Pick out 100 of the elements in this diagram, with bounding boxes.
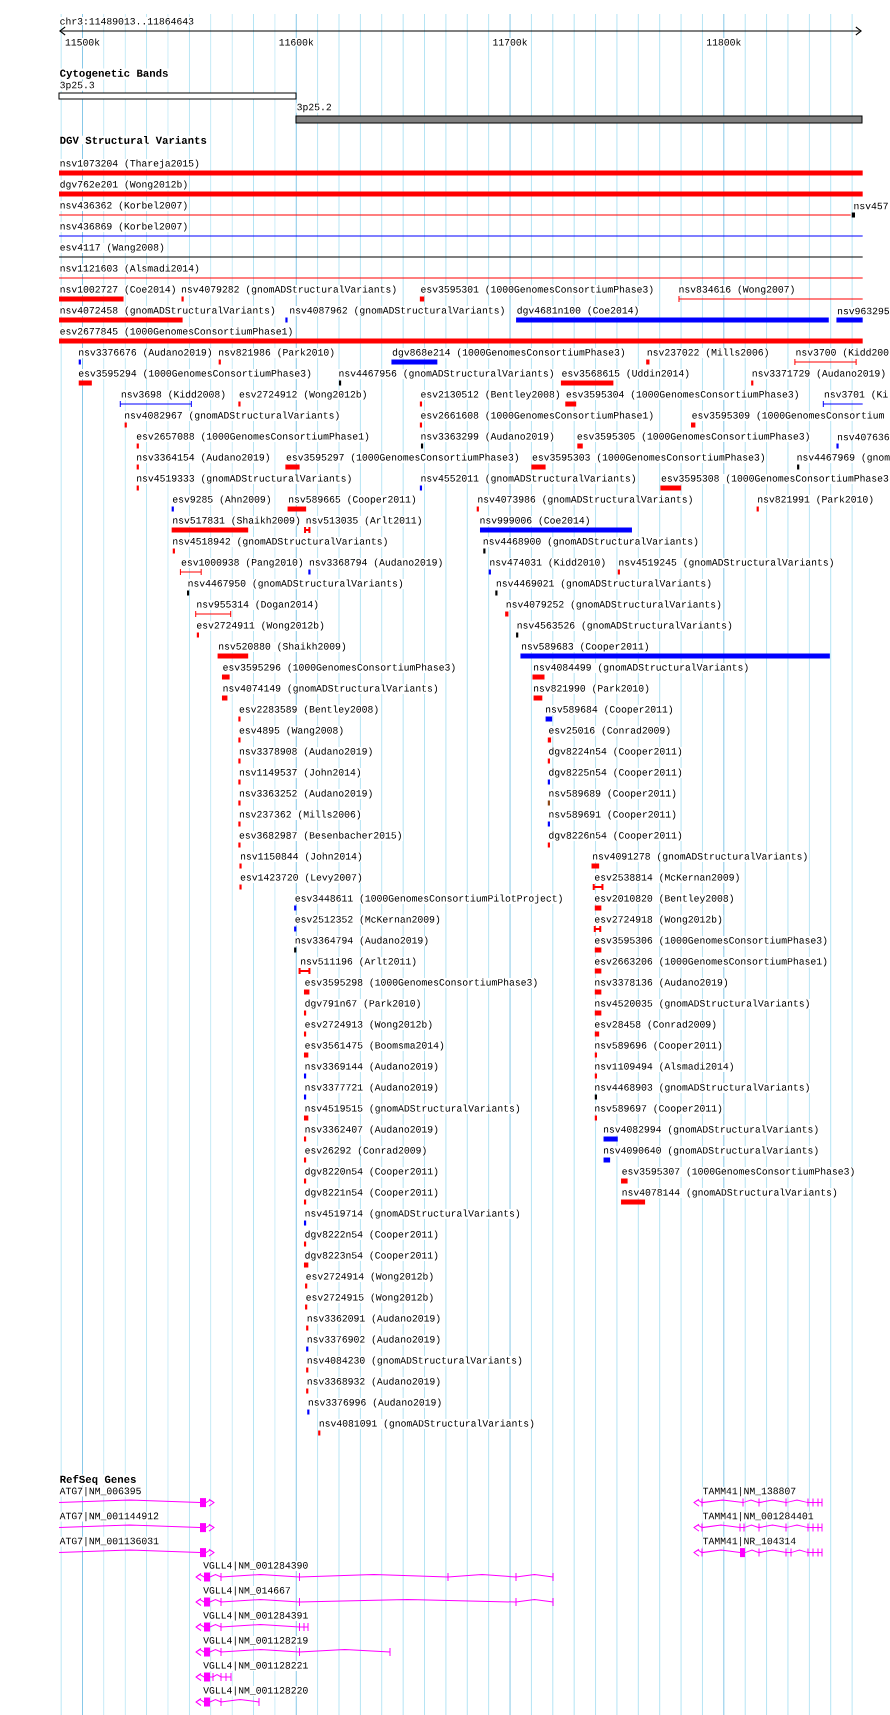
variant-label: esv2724915 (Wong2012b) xyxy=(305,1293,435,1303)
variant-label: esv26292 (Conrad2009) xyxy=(304,1146,428,1156)
variant-label: esv3595305 (1000GenomesConsortiumPhase3) xyxy=(576,432,811,442)
variant-label: nsv3700 (Kidd200 xyxy=(795,348,890,358)
variant-label: nsv3368794 (Audano2019) xyxy=(308,558,444,568)
variant-label: esv3448611 (1000GenomesConsortiumPilotProject) xyxy=(294,894,564,904)
variant-label: esv2512352 (McKernan2009) xyxy=(294,915,442,925)
gene-label: VGLL4|NM_001128220 xyxy=(202,1686,309,1696)
variant-label: nsv4078144 (gnomADStructuralVariants) xyxy=(621,1188,839,1198)
variant-label: nsv4563526 (gnomADStructuralVariants) xyxy=(516,621,734,631)
variant-label: nsv3376676 (Audano2019) xyxy=(77,348,214,358)
gene-label: ATG7|NM_001144912 xyxy=(59,1511,160,1522)
variant-label: esv2677845 (1000GenomesConsortiumPhase1) xyxy=(59,327,294,337)
gene-label: TAMM41|NR_104314 xyxy=(702,1536,797,1547)
variant-label: esv2657088 (1000GenomesConsortiumPhase1) xyxy=(135,432,371,442)
variant-label: dgv8220n54 (Cooper2011) xyxy=(304,1167,440,1177)
variant-label: dgv8223n54 (Cooper2011) xyxy=(304,1251,440,1261)
variant-label: nsv4081091 (gnomADStructuralVariants) xyxy=(318,1419,536,1429)
variant-label: nsv4084230 (gnomADStructuralVariants) xyxy=(306,1356,524,1366)
variant-label: nsv589696 (Cooper2011) xyxy=(593,1041,724,1051)
variant-label: esv2661608 (1000GenomesConsortiumPhase1) xyxy=(420,411,655,421)
variant-label: nsv3364794 (Audano2019) xyxy=(294,936,430,946)
variant-label: esv3561475 (Boomsma2014) xyxy=(304,1041,446,1051)
gene-label: VGLL4|NM_001284390 xyxy=(202,1561,309,1571)
variant-label: nsv3378136 (Audano2019) xyxy=(593,978,730,988)
variant-label: nsv457 xyxy=(853,202,889,210)
variant-label: nsv3376996 (Audano2019) xyxy=(307,1398,443,1408)
coordinate-label: chr3:11489013..11864643 xyxy=(59,17,195,25)
variant-label: nsv589689 (Cooper2011) xyxy=(548,789,678,799)
variant-label: nsv821986 (Park2010) xyxy=(217,348,336,358)
variant-label: nsv1121603 (Alsmadi2014) xyxy=(59,264,201,274)
variant-label: esv3595296 (1000GenomesConsortiumPhase3) xyxy=(222,663,457,673)
variant-label: nsv4518942 (gnomADStructuralVariants) xyxy=(171,537,389,547)
variant-label: esv2283589 (Bentley2008) xyxy=(238,705,380,715)
variant-label: esv4895 (Wang2008) xyxy=(238,726,345,736)
variant-label: nsv834616 (Wong2007) xyxy=(678,285,796,295)
variant-label: nsv1149537 (John2014) xyxy=(238,768,363,778)
variant-label: dgv8224n54 (Cooper2011) xyxy=(548,747,684,757)
variant-label: nsv4091278 (gnomADStructuralVariants) xyxy=(591,852,809,862)
variant-label: nsv4519333 (gnomADStructuralVariants) xyxy=(135,474,353,484)
variant-label: nsv237362 (Mills2006) xyxy=(238,810,363,820)
band-label: 3p25.3 xyxy=(59,81,96,91)
variant-label: esv3568615 (Uddin2014) xyxy=(561,369,691,379)
variant-label: nsv4467956 (gnomADStructuralVariants) xyxy=(338,369,556,379)
variant-label: nsv589684 (Cooper2011) xyxy=(544,705,675,715)
variant-label: esv25016 (Conrad2009) xyxy=(548,726,672,736)
variant-label: esv9285 (Ahn2009) xyxy=(171,495,273,505)
variant-label: nsv4082967 (gnomADStructuralVariants) xyxy=(123,411,341,421)
variant-label: nsv3363252 (Audano2019) xyxy=(238,789,374,799)
variant-label: esv2010820 (Bentley2008) xyxy=(593,894,735,904)
variant-label: nsv4519245 (gnomADStructuralVariants) xyxy=(618,558,835,568)
variant-label: esv3595309 (1000GenomesConsortium xyxy=(691,411,885,421)
variant-label: nsv4469021 (gnomADStructuralVariants) xyxy=(495,579,713,589)
variant-label: nsv436362 (Korbel2007) xyxy=(59,201,189,211)
variant-label: esv1000938 (Pang2010) xyxy=(180,558,305,568)
variant-label: nsv3698 (Kidd2008) xyxy=(120,390,227,400)
variant-label: nsv3362091 (Audano2019) xyxy=(306,1314,442,1324)
variant-label: nsv3376902 (Audano2019) xyxy=(306,1335,442,1345)
variant-label: esv2663206 (1000GenomesConsortiumPhase1) xyxy=(593,957,829,967)
variant-label: esv3595307 (1000GenomesConsortiumPhase3) xyxy=(621,1167,856,1177)
variant-label: nsv407636 xyxy=(836,433,890,441)
gene-label: VGLL4|NM_001128219 xyxy=(202,1636,309,1646)
variant-label: dgv868e214 (1000GenomesConsortiumPhase3) xyxy=(391,348,627,358)
variant-label: nsv3371729 (Audano2019) xyxy=(751,369,887,379)
variant-label: nsv3362407 (Audano2019) xyxy=(304,1125,440,1135)
variant-label: nsv955314 (Dogan2014) xyxy=(196,600,320,610)
tick-label: 11800k xyxy=(705,38,742,46)
variant-label: nsv4552011 (gnomADStructuralVariants) xyxy=(420,474,638,484)
variant-label: nsv589691 (Cooper2011) xyxy=(548,810,678,820)
variant-label: esv2724913 (Wong2012b) xyxy=(304,1020,434,1030)
variant-label: nsv821990 (Park2010) xyxy=(532,684,651,694)
gene-label: TAMM41|NM_138807 xyxy=(702,1486,797,1497)
variant-label: nsv4467950 (gnomADStructuralVariants) xyxy=(187,579,405,589)
variant-label: esv2130512 (Bentley2008) xyxy=(420,390,562,400)
variant-label: esv1423720 (Levy2007) xyxy=(239,873,364,883)
variant-label: esv3595304 (1000GenomesConsortiumPhase3) xyxy=(565,390,800,400)
variant-label: esv3595306 (1000GenomesConsortiumPhase3) xyxy=(593,936,829,946)
tick-label: 11600k xyxy=(278,38,315,46)
gene-label: ATG7|NM_006395 xyxy=(59,1486,142,1497)
variant-label: nsv821991 (Park2010) xyxy=(756,495,875,505)
variant-label: nsv589697 (Cooper2011) xyxy=(593,1104,724,1114)
variant-label: dgv762e201 (Wong2012b) xyxy=(59,180,189,190)
variant-label: dgv4681n100 (Coe2014) xyxy=(516,306,640,316)
tick-label: 11700k xyxy=(492,38,528,46)
variant-label: esv4117 (Wang2008) xyxy=(59,243,166,253)
variant-label: esv3682987 (Besenbacher2015) xyxy=(238,831,403,841)
variant-label: nsv3378908 (Audano2019) xyxy=(238,747,374,757)
variant-label: nsv1002727 (Coe2014) xyxy=(59,285,177,295)
gene-label: ATG7|NM_001136031 xyxy=(59,1536,160,1547)
variant-label: esv28458 (Conrad2009) xyxy=(593,1020,718,1030)
variant-label: nsv4087962 (gnomADStructuralVariants) xyxy=(288,306,506,316)
variant-label: nsv237022 (Mills2006) xyxy=(646,348,770,358)
track-title: DGV Structural Variants xyxy=(59,135,208,145)
variant-label: esv3595303 (1000GenomesConsortiumPhase3) xyxy=(531,453,767,463)
variant-label: esv3595301 (1000GenomesConsortiumPhase3) xyxy=(420,285,655,295)
variant-label: nsv4519714 (gnomADStructuralVariants) xyxy=(304,1209,522,1219)
variant-label: esv3595294 (1000GenomesConsortiumPhase3) xyxy=(77,369,313,379)
variant-label: nsv511196 (Arlt2011) xyxy=(299,957,418,967)
variant-label: nsv4468900 (gnomADStructuralVariants) xyxy=(482,537,700,547)
variant-label: dgv8222n54 (Cooper2011) xyxy=(304,1230,440,1240)
